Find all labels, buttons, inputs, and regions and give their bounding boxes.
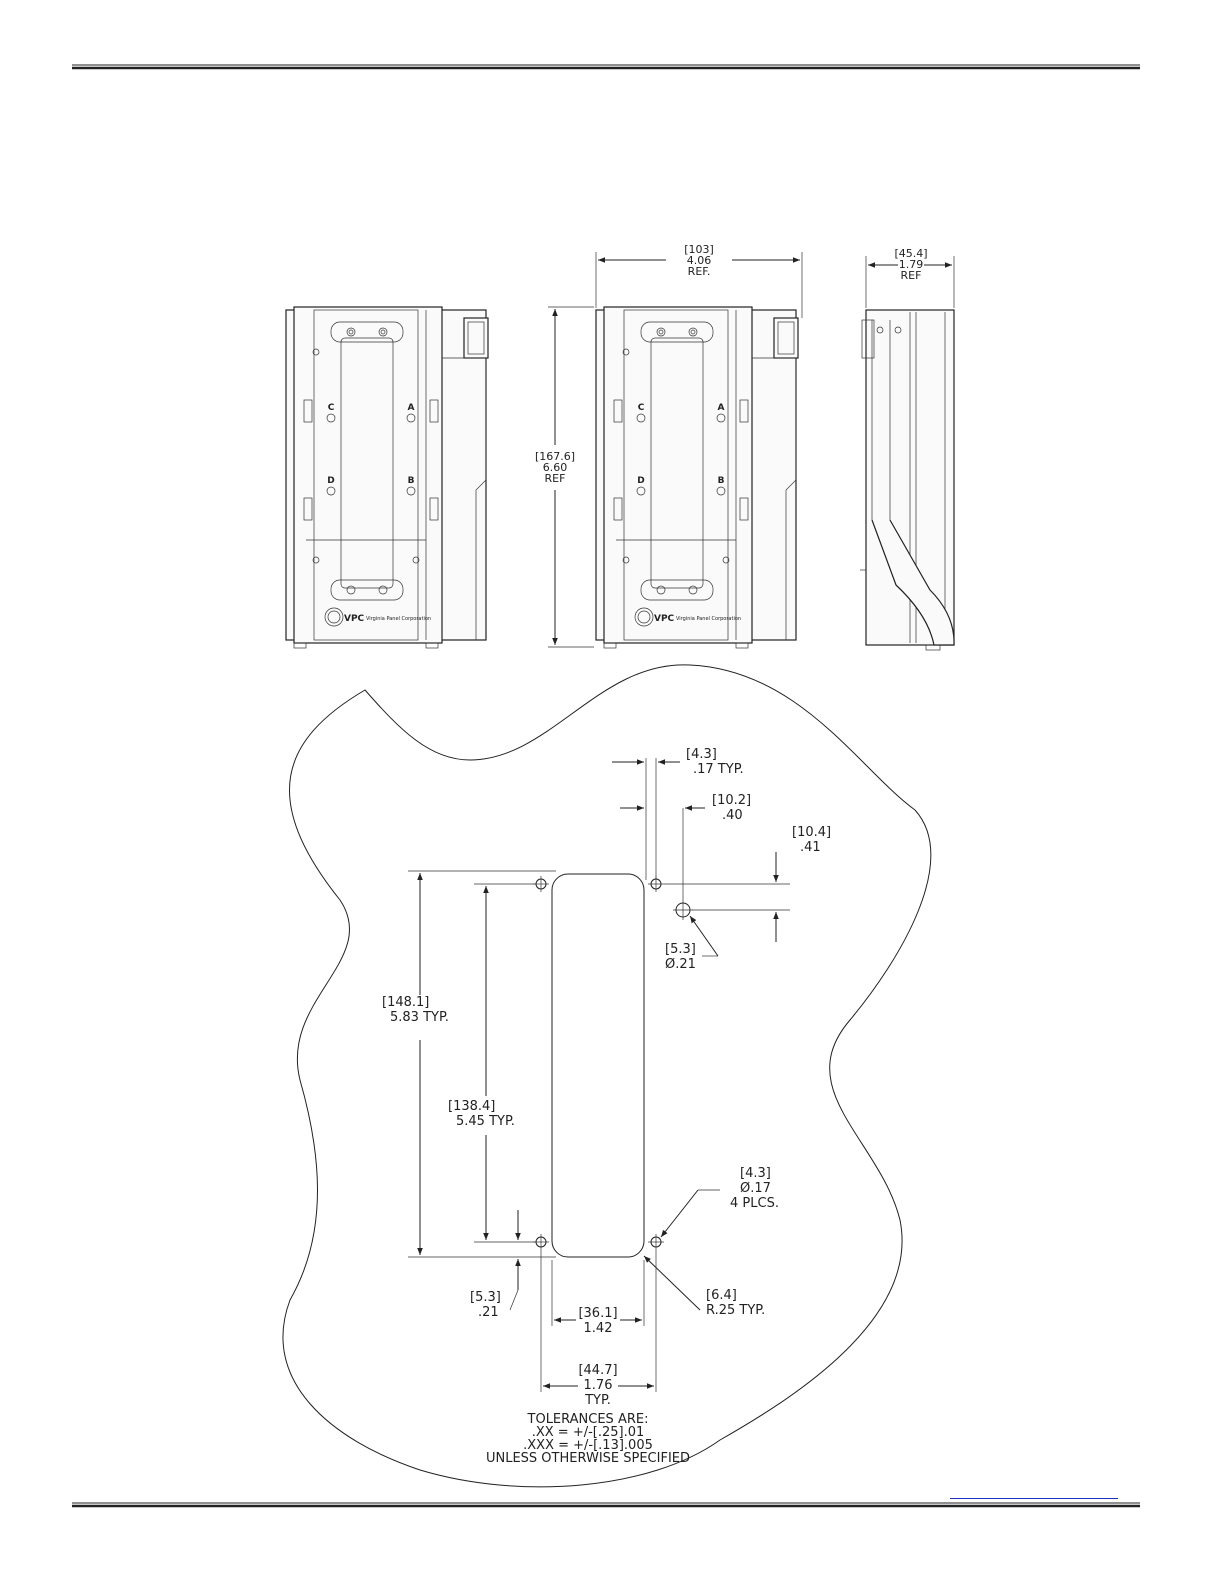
svg-text:1.79: 1.79 bbox=[899, 258, 924, 271]
svg-text:Ø.17: Ø.17 bbox=[740, 1181, 771, 1196]
depth-dimension: [45.4] 1.79 REF bbox=[865, 247, 955, 308]
svg-text:.17 TYP.: .17 TYP. bbox=[693, 762, 744, 777]
svg-text:.XXX = +/-[.13].005: .XXX = +/-[.13].005 bbox=[523, 1438, 653, 1453]
width-dimension: [103] 4.06 REF. bbox=[595, 243, 803, 318]
svg-text:[6.4]: [6.4] bbox=[706, 1288, 737, 1303]
svg-text:[44.7]: [44.7] bbox=[578, 1363, 617, 1378]
logo-text: Virginia Panel Corporation bbox=[366, 616, 431, 622]
dim-corner-radius: [6.4] R.25 TYP. bbox=[643, 1255, 765, 1318]
side-view bbox=[860, 309, 955, 651]
svg-text:[148.1]: [148.1] bbox=[382, 995, 429, 1010]
dim-hole-center-y: [10.4] .41 bbox=[664, 825, 831, 942]
dim-inner-height: [138.4] 5.45 TYP. bbox=[448, 883, 535, 1243]
front-view-left: A B C D VPC Virginia Panel Corporation bbox=[285, 306, 489, 649]
tolerances-note: TOLERANCES ARE: .XX = +/-[.25].01 .XXX =… bbox=[486, 1412, 690, 1466]
dim-large-hole: [5.3] Ø.21 bbox=[665, 915, 719, 972]
dim-cutout-width: [36.1] 1.42 bbox=[551, 1260, 645, 1336]
dim-hole-center-x: [10.2] .40 bbox=[620, 793, 751, 900]
svg-text:.40: .40 bbox=[722, 808, 743, 823]
slot-label-d: D bbox=[327, 476, 334, 486]
dim-hole-offset: [4.3] .17 TYP. bbox=[612, 747, 744, 880]
dim-outer-height: [148.1] 5.83 TYP. bbox=[382, 870, 556, 1258]
svg-text:[103]: [103] bbox=[684, 243, 714, 256]
svg-text:5.83 TYP.: 5.83 TYP. bbox=[390, 1010, 449, 1025]
front-view-right: A B C D VPC Virginia Panel Corporation bbox=[595, 306, 799, 649]
svg-text:REF: REF bbox=[545, 472, 566, 485]
panel-cutout bbox=[551, 873, 645, 1258]
svg-text:REF.: REF. bbox=[688, 265, 711, 278]
footer-rule bbox=[72, 1502, 1140, 1508]
large-hole bbox=[673, 900, 693, 920]
svg-text:5.45 TYP.: 5.45 TYP. bbox=[456, 1114, 515, 1129]
svg-text:.XX = +/-[.25].01: .XX = +/-[.25].01 bbox=[532, 1425, 645, 1440]
svg-text:4.06: 4.06 bbox=[687, 254, 712, 267]
svg-text:[10.4]: [10.4] bbox=[792, 825, 831, 840]
svg-text:[5.3]: [5.3] bbox=[665, 942, 696, 957]
footer-link-underline[interactable] bbox=[950, 1498, 1118, 1499]
svg-text:REF: REF bbox=[901, 269, 922, 282]
svg-text:[4.3]: [4.3] bbox=[740, 1166, 771, 1181]
svg-text:[45.4]: [45.4] bbox=[894, 247, 927, 260]
slot-label-a: A bbox=[408, 403, 415, 413]
height-dimension: [167.6] 6.60 REF bbox=[535, 306, 594, 648]
svg-text:[5.3]: [5.3] bbox=[470, 1290, 501, 1305]
svg-text:[138.4]: [138.4] bbox=[448, 1099, 495, 1114]
logo-abbr: VPC bbox=[654, 614, 675, 624]
header-rule bbox=[72, 64, 1140, 70]
logo-abbr: VPC bbox=[344, 614, 365, 624]
svg-text:[10.2]: [10.2] bbox=[712, 793, 751, 808]
svg-text:6.60: 6.60 bbox=[543, 461, 568, 474]
break-out-region bbox=[282, 664, 932, 1488]
svg-text:1.42: 1.42 bbox=[584, 1321, 613, 1336]
svg-text:TOLERANCES ARE:: TOLERANCES ARE: bbox=[527, 1412, 649, 1427]
slot-label-b: B bbox=[718, 476, 725, 486]
slot-label-c: C bbox=[328, 403, 335, 413]
svg-text:[36.1]: [36.1] bbox=[578, 1306, 617, 1321]
svg-text:.21: .21 bbox=[478, 1305, 499, 1320]
svg-text:[167.6]: [167.6] bbox=[535, 450, 575, 463]
dim-hole-spacing: [44.7] 1.76 TYP. bbox=[540, 1250, 657, 1408]
svg-text:1.76: 1.76 bbox=[584, 1378, 613, 1393]
dim-small-holes: [4.3] Ø.17 4 PLCS. bbox=[660, 1166, 779, 1238]
svg-text:R.25 TYP.: R.25 TYP. bbox=[706, 1303, 765, 1318]
dim-bottom-offset: [5.3] .21 bbox=[470, 1210, 521, 1320]
svg-text:UNLESS OTHERWISE SPECIFIED: UNLESS OTHERWISE SPECIFIED bbox=[486, 1451, 690, 1466]
slot-label-a: A bbox=[718, 403, 725, 413]
logo-text: Virginia Panel Corporation bbox=[676, 616, 741, 622]
svg-text:4 PLCS.: 4 PLCS. bbox=[730, 1196, 779, 1211]
svg-text:[4.3]: [4.3] bbox=[686, 747, 717, 762]
slot-label-b: B bbox=[408, 476, 415, 486]
slot-label-d: D bbox=[637, 476, 644, 486]
svg-text:.41: .41 bbox=[800, 840, 821, 855]
svg-text:Ø.21: Ø.21 bbox=[665, 957, 696, 972]
svg-text:TYP.: TYP. bbox=[584, 1393, 611, 1408]
slot-label-c: C bbox=[638, 403, 645, 413]
